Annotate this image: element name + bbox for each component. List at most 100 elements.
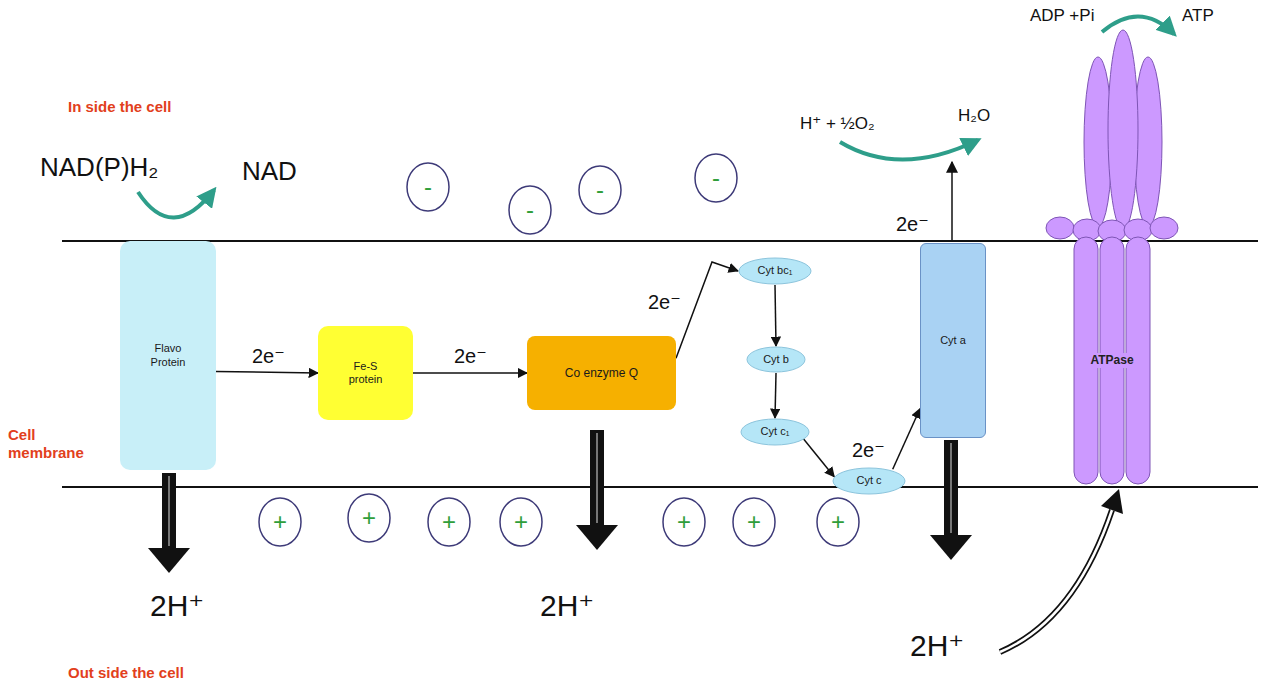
charge-circle: + <box>732 497 776 547</box>
cytochrome-ellipse: Cyt c <box>832 467 906 495</box>
node-text: Cyt a <box>940 334 966 347</box>
proton-arrow <box>148 473 190 573</box>
electron-arrow <box>893 409 920 469</box>
protein-box: Fe-S protein <box>318 326 413 420</box>
region-label: Out side the cell <box>68 664 184 682</box>
proton-arrow <box>930 440 972 560</box>
charge-circle: - <box>406 162 450 212</box>
node-text: - <box>424 173 432 202</box>
node-text: Cyt b <box>763 353 789 366</box>
molecule-label: H₂O <box>958 106 990 126</box>
region-label: In side the cell <box>68 98 171 116</box>
node-text: + <box>273 508 287 537</box>
charge-circle: - <box>578 165 622 215</box>
proton-arrow-head <box>930 535 972 560</box>
node-text: Co enzyme Q <box>565 366 638 380</box>
cytochrome-ellipse-outline <box>739 258 811 284</box>
node-text: - <box>596 176 604 205</box>
coenzyme-box: Co enzyme Q <box>527 336 676 410</box>
charge-circle: + <box>662 497 706 547</box>
cytochrome-ellipse-outline <box>833 468 905 494</box>
cytochrome-ellipse-outline <box>741 419 809 445</box>
electron-arrow <box>216 372 318 374</box>
proton-return-outline <box>1000 510 1112 652</box>
electron-arrow <box>413 372 527 374</box>
molecule-label: ADP +Pi <box>1030 6 1094 26</box>
charge-circle-outline <box>428 498 470 546</box>
charge-circle: + <box>816 497 860 547</box>
charge-circle-outline <box>407 163 449 211</box>
proton-arrow-body <box>944 440 958 536</box>
charge-circle: - <box>508 185 552 235</box>
proton-label: 2H⁺ <box>540 588 594 624</box>
charge-circle-outline <box>817 498 859 546</box>
node-text: + <box>747 508 761 537</box>
proton-arrow-stripe <box>596 433 598 523</box>
proton-arrow-body <box>162 473 176 549</box>
cytochrome-ellipse: Cyt c₁ <box>740 418 810 446</box>
charge-circle-outline <box>500 498 542 546</box>
proton-return-head <box>1101 489 1123 514</box>
node-text: - <box>526 196 534 225</box>
edge-label: 2e⁻ <box>250 344 287 368</box>
electron-arrow <box>676 262 738 358</box>
atpase-subunit <box>1108 30 1138 230</box>
electron-arrow <box>775 373 776 418</box>
charge-circle-outline <box>348 494 390 542</box>
charge-circle-outline <box>733 498 775 546</box>
proton-arrow <box>576 430 618 550</box>
atpase-subunit <box>1150 217 1178 239</box>
node-text: Cyt bc₁ <box>758 264 793 277</box>
electron-label: 2e⁻ <box>896 212 929 236</box>
charge-circle-outline <box>663 498 705 546</box>
proton-arrow-stripe <box>950 443 952 533</box>
atpase-subunit <box>1046 217 1074 239</box>
charge-circle: + <box>499 497 543 547</box>
region-label: Cell membrane <box>8 426 98 462</box>
edge-label: 2e⁻ <box>850 438 887 462</box>
electron-arrow <box>951 162 953 241</box>
molecule-label: ATP <box>1182 6 1214 26</box>
proton-arrow-head <box>576 525 618 550</box>
reaction-arrow <box>138 190 214 218</box>
proton-arrow-body <box>590 430 604 526</box>
molecule-label: NAD <box>242 156 297 187</box>
membrane-line <box>62 486 1258 488</box>
charge-circle-outline <box>695 154 737 202</box>
proton-label: 2H⁺ <box>150 588 204 624</box>
node-text: + <box>677 508 691 537</box>
molecule-label: NAD(P)H₂ <box>40 152 158 183</box>
node-text: + <box>831 508 845 537</box>
charge-circle: + <box>258 497 302 547</box>
node-text: Cyt c₁ <box>761 425 790 438</box>
charge-circle: - <box>694 153 738 203</box>
cytochrome-box: Cyt a <box>920 243 986 438</box>
edge-label: 2e⁻ <box>452 344 489 368</box>
protein-box: Flavo Protein <box>120 241 216 470</box>
atpase-head <box>1046 30 1178 242</box>
cytochrome-ellipse-outline <box>747 347 805 372</box>
edge-label: 2e⁻ <box>646 290 683 314</box>
reaction-arrow <box>1102 16 1174 34</box>
electron-arrow <box>803 438 834 477</box>
charge-circle-outline <box>259 498 301 546</box>
electron-arrow <box>775 285 776 346</box>
charge-circle-outline <box>579 166 621 214</box>
proton-arrow-stripe <box>168 476 170 546</box>
cytochrome-ellipse: Cyt b <box>746 346 806 373</box>
node-text: + <box>514 508 528 537</box>
cytochrome-ellipse: Cyt bc₁ <box>738 257 812 285</box>
charge-circle: + <box>427 497 471 547</box>
proton-return-arrow <box>1000 489 1123 652</box>
proton-arrow-head <box>148 548 190 573</box>
node-text: - <box>712 164 720 193</box>
atpase-complex: ATPase <box>1073 236 1151 485</box>
proton-label: 2H⁺ <box>910 628 964 664</box>
node-text: + <box>442 508 456 537</box>
reaction-arrow <box>840 140 978 160</box>
proton-return-core <box>1000 510 1112 652</box>
charge-circle: + <box>347 493 391 543</box>
node-text: Cyt c <box>856 474 881 487</box>
node-text: ATPase <box>1087 353 1136 367</box>
charge-circle-outline <box>509 186 551 234</box>
